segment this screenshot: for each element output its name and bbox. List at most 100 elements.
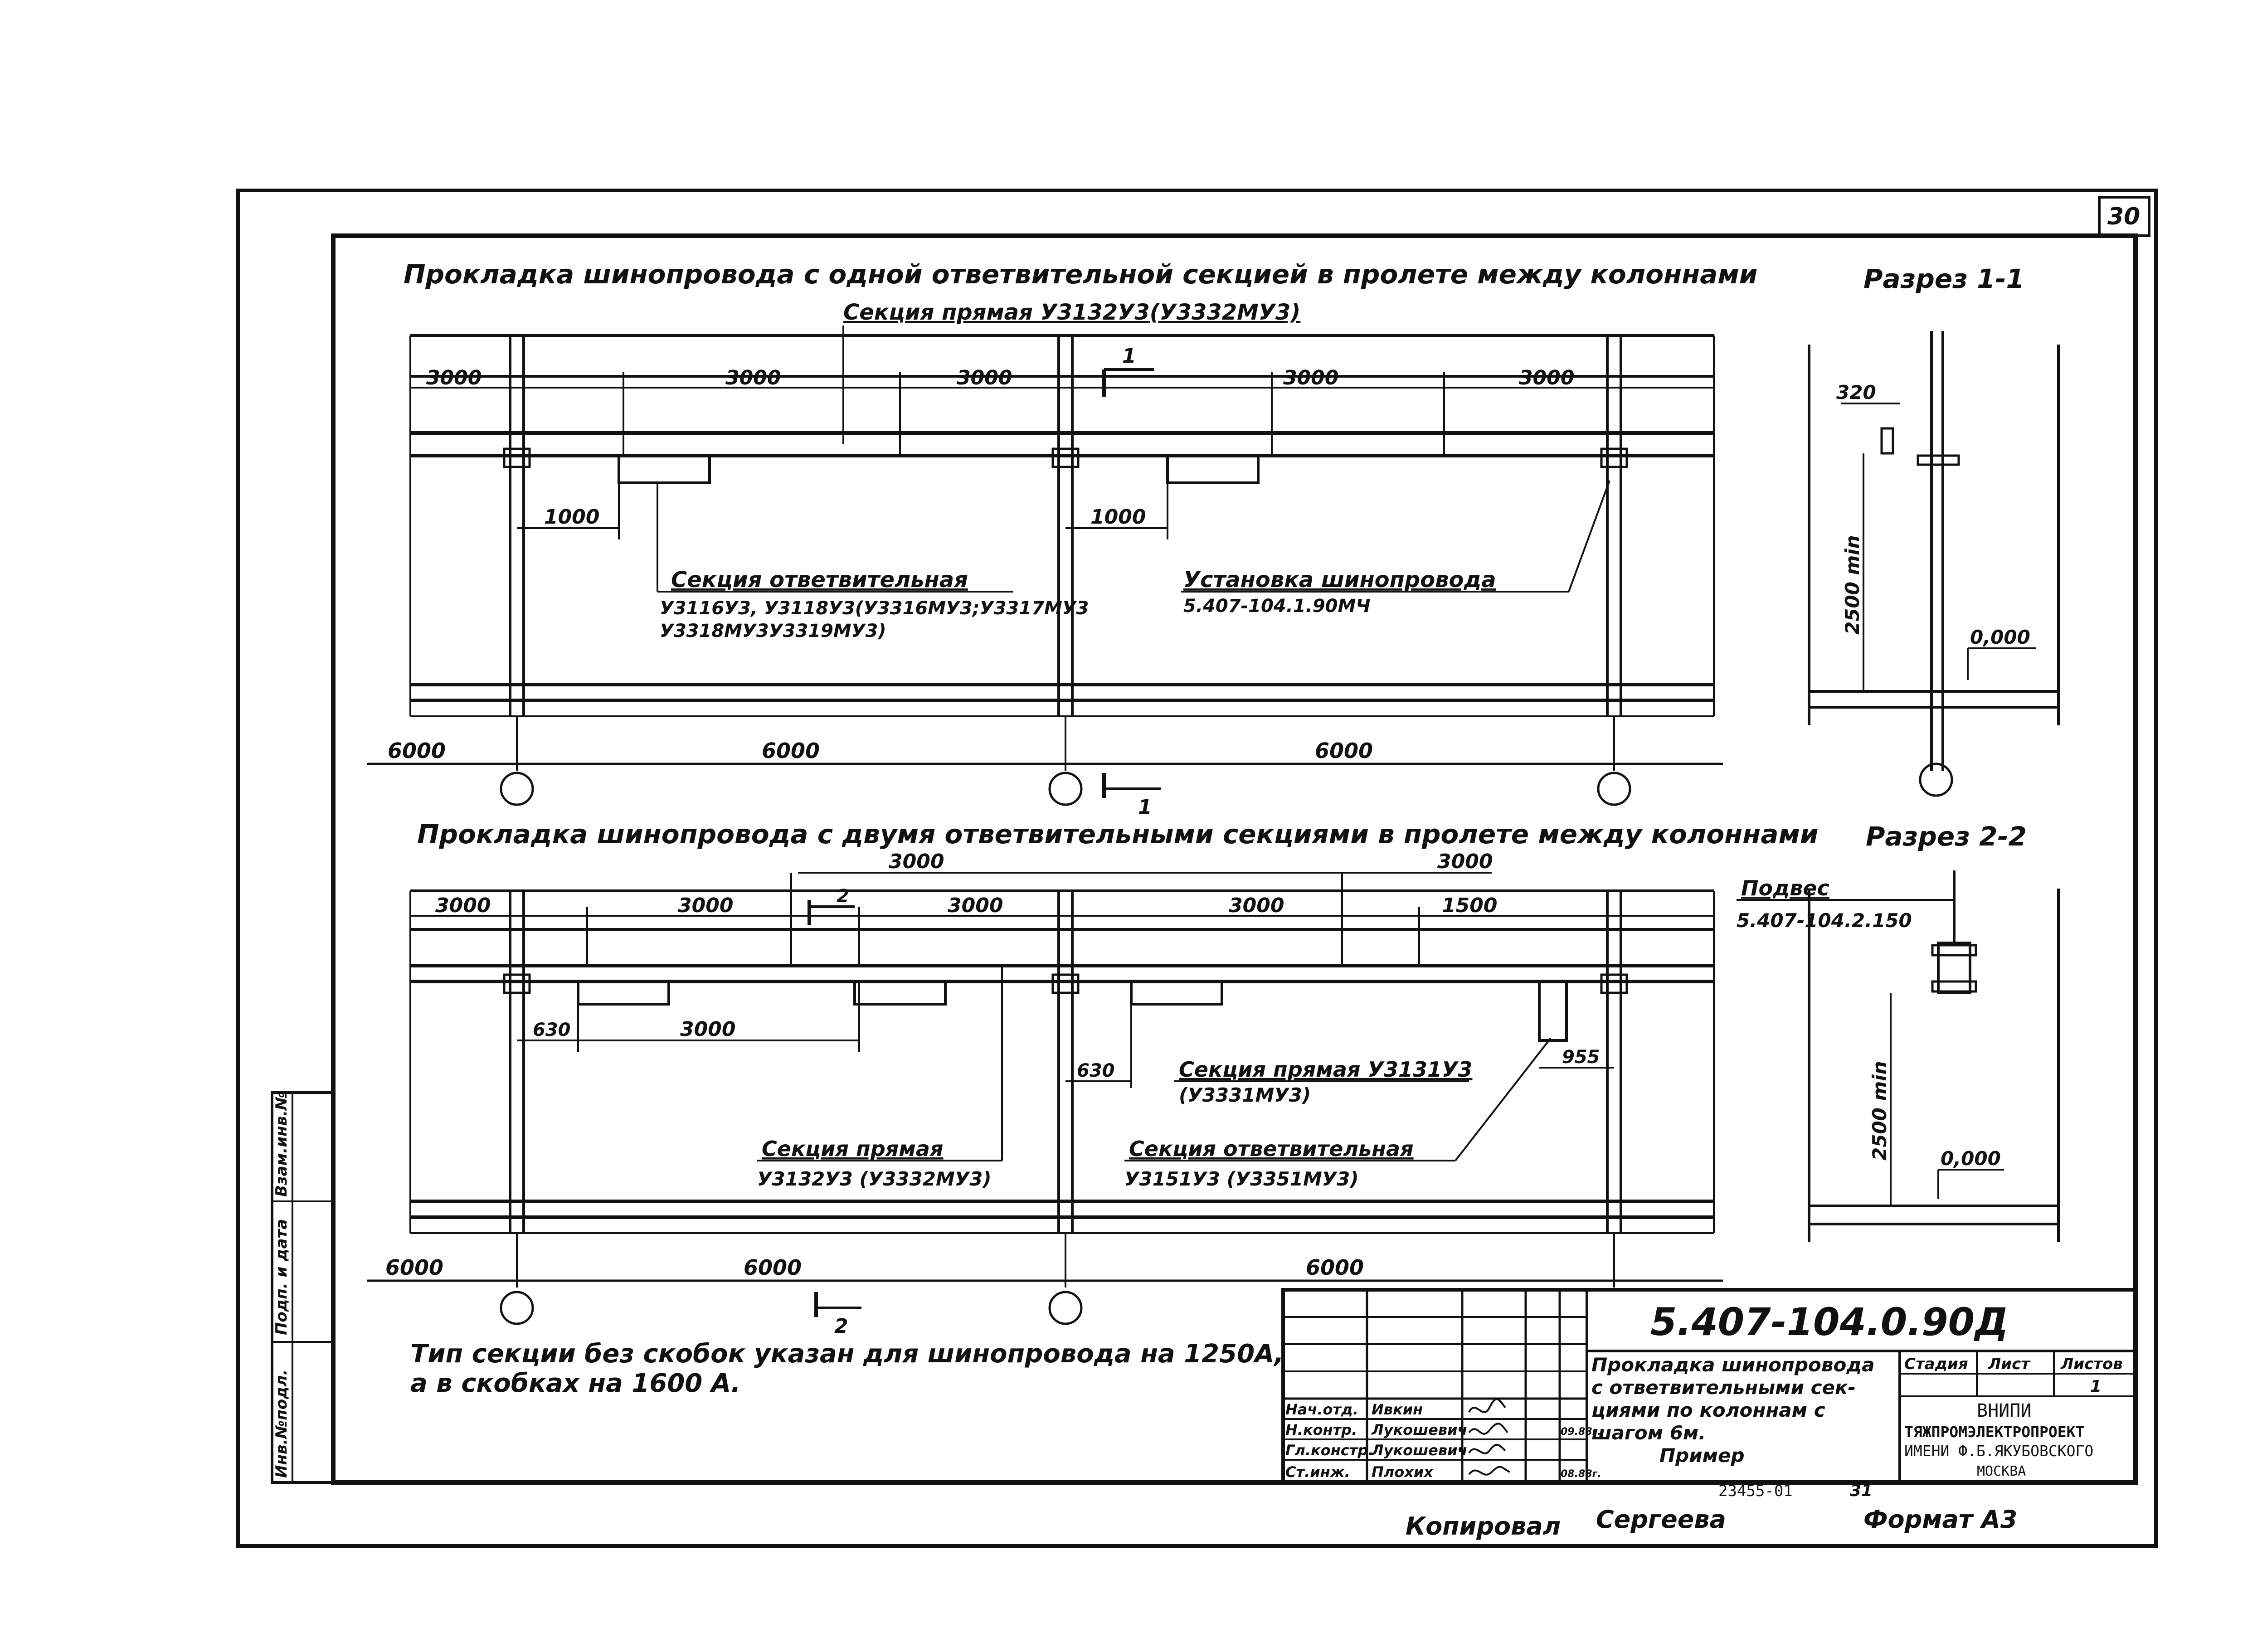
left-strip: Взам.инв.№ Подп. и дата Инв.№подл. <box>271 1091 335 1484</box>
title-code: 5.407-104.0.90Д <box>1650 1300 2009 1344</box>
title-desc-4: шагом 6м. <box>1591 1422 1706 1444</box>
archive-number: 23455-01 <box>1718 1482 1793 1500</box>
section2-title: Разрез 2-2 <box>1866 821 2027 852</box>
title-org-1: ВНИПИ <box>1977 1400 2031 1421</box>
sheet-number-box <box>2098 196 2150 237</box>
plan1-column-1 <box>503 335 531 716</box>
inner-frame <box>331 233 2138 1485</box>
role-2-name: Лукошевич <box>1371 1442 1467 1459</box>
section-2-2: Разрез 2-2 Подвес 5.407-104.2.150 2500 m… <box>1737 821 2060 1242</box>
plan1-dim-top-5: 3000 <box>1519 366 1574 389</box>
role-1-date: 09.88г. <box>1561 1426 1601 1438</box>
plan1-branch-label-2: У3116У3, У3118У3(У3316МУ3;У3317МУ3 <box>660 598 1089 619</box>
footer-copier: Сергеева <box>1596 1505 1726 1534</box>
plan2-dim-upper-1: 3000 <box>889 850 944 873</box>
title-header-stage: Стадия <box>1904 1355 1968 1373</box>
section1-title: Разрез 1-1 <box>1863 263 2024 294</box>
plan1-dim-bottom-1: 6000 <box>388 739 446 763</box>
plan2-tapoff-box-1 <box>577 980 670 1006</box>
plan1-tapoff-box-1 <box>618 454 711 484</box>
plan2-title: Прокладка шинопровода с двумя ответвител… <box>417 819 1819 850</box>
role-3-date: 08.88г. <box>1561 1468 1601 1480</box>
title-org-2: ТЯЖПРОМЭЛЕКТРОПРОЕКТ <box>1904 1423 2084 1441</box>
plan1-title: Прокладка шинопровода с одной ответвител… <box>404 259 1757 290</box>
title-org-4: МОСКВА <box>1977 1463 2026 1479</box>
section2-dim-2500: 2500 min <box>1868 1061 1891 1161</box>
plan2-dim-630-b: 630 <box>1077 1060 1115 1081</box>
plan2-straight2-label-2: У3132У3 (У3332МУ3) <box>757 1168 992 1190</box>
plan2-tapoff-box-2 <box>853 980 947 1006</box>
plan2-dim-top-4: 3000 <box>1229 894 1284 917</box>
role-0-name: Ивкин <box>1372 1401 1423 1418</box>
plan2-tapoff-box-4 <box>1538 980 1568 1042</box>
sheet-number: 30 <box>2107 203 2140 230</box>
plan1-section-mark-bottom: 1 <box>1138 796 1152 819</box>
footer-format: Формат А3 <box>1863 1505 2017 1534</box>
plan1-section-mark: 1 <box>1122 345 1136 368</box>
left-strip-sign: Подп. и дата <box>272 1219 291 1335</box>
note-line-2: а в скобках на 1600 А. <box>410 1369 740 1398</box>
note-line-1: Тип секции без скобок указан для шинопро… <box>410 1339 1284 1369</box>
section-1-1: Разрез 1-1 320 2500 min 0,000 <box>1808 263 2060 797</box>
plan2-straight2-label-1: Секция прямая <box>762 1137 943 1161</box>
plan1-axis-marker-2 <box>1048 772 1083 806</box>
plan1-column-3 <box>1600 335 1628 716</box>
plan2-axis-marker-1 <box>500 1291 534 1325</box>
signature-0 <box>1468 1398 1506 1413</box>
plan2-dim-bottom-3: 6000 <box>1306 1255 1364 1280</box>
plan1-dim-top-2: 3000 <box>725 366 781 389</box>
plan2-dim-top-5: 1500 <box>1442 894 1497 917</box>
plan1-branch-label-3: У3318МУ3У3319МУ3) <box>660 621 886 641</box>
title-desc-3: циями по колоннам с <box>1591 1399 1825 1421</box>
plan1-dim-top-3: 3000 <box>957 366 1012 389</box>
plan1-install-label-2: 5.407-104.1.90МЧ <box>1183 596 1371 617</box>
plan1-section-label: Секция прямая У3132У3(У3332МУ3) <box>843 300 1300 325</box>
title-desc-1: Прокладка шинопровода <box>1591 1354 1875 1376</box>
role-3-name: Плохих <box>1372 1463 1434 1481</box>
section1-dim-2500: 2500 min <box>1841 535 1863 635</box>
plan1-axis-marker-1 <box>500 772 534 806</box>
title-header-sheets: Листов <box>2060 1355 2123 1373</box>
plan2-axis-marker-2 <box>1048 1291 1083 1325</box>
signature-3 <box>1468 1466 1510 1476</box>
title-block: 5.407-104.0.90Д Прокладка шинопровода с … <box>1281 1288 2137 1500</box>
section1-axis-marker <box>1919 763 1953 797</box>
section2-hanger <box>1937 942 1971 994</box>
section2-level: 0,000 <box>1941 1147 2001 1170</box>
plan2-dim-630-a: 630 <box>533 1020 571 1040</box>
plan1-dim-1000-a: 1000 <box>544 505 599 529</box>
plan-1: Прокладка шинопровода с одной ответвител… <box>367 259 1757 819</box>
plan2-branch-label-1: Секция ответвительная <box>1129 1137 1414 1161</box>
plan1-axis-marker-3 <box>1597 772 1631 806</box>
plan1-top-dims: 3000 3000 3000 3000 3000 <box>410 366 1714 456</box>
plan2-dim-955: 955 <box>1562 1047 1600 1068</box>
plan1-dim-top-1: 3000 <box>426 366 482 389</box>
plan2-dim-top-1: 3000 <box>435 894 491 917</box>
section2-hanger-label-2: 5.407-104.2.150 <box>1737 909 1912 932</box>
title-header-sheet: Лист <box>1988 1355 2031 1373</box>
signature-1 <box>1468 1423 1508 1435</box>
plan2-dim-3000: 3000 <box>680 1018 735 1041</box>
plan2-section-mark-bottom: 2 <box>834 1315 848 1338</box>
role-1-name: Лукошевич <box>1371 1421 1467 1438</box>
title-desc-5: Пример <box>1659 1444 1745 1467</box>
plan2-dim-top-3: 3000 <box>948 894 1003 917</box>
plan1-dim-bottom-3: 6000 <box>1315 739 1373 763</box>
plan2-tapoff-box-3 <box>1130 980 1223 1006</box>
section1-dim-320: 320 <box>1836 381 1876 403</box>
plan2-straight-label-1: Секция прямая У3131У3 <box>1179 1057 1472 1082</box>
plan2-dim-bottom-1: 6000 <box>385 1255 443 1280</box>
plan1-column-2 <box>1051 335 1080 716</box>
plan2-column-3 <box>1600 891 1628 1233</box>
title-value-sheets: 1 <box>2090 1377 2102 1396</box>
plan2-top-dims: 3000 3000 3000 3000 1500 <box>410 873 1714 966</box>
plan2-section-mark: 2 <box>837 886 849 907</box>
plan2-branch-label-2: У3151У3 (У3351МУ3) <box>1124 1168 1359 1190</box>
plan2-dim-top-2: 3000 <box>678 894 733 917</box>
left-strip-replace: Взам.инв.№ <box>272 1092 291 1197</box>
plan-2: Прокладка шинопровода с двумя ответвител… <box>367 819 1819 1338</box>
plan2-straight-label-2: (У3331МУ3) <box>1179 1084 1311 1106</box>
outer-frame <box>236 189 2158 1548</box>
plan1-branch-label-1: Секция ответвительная <box>671 567 968 593</box>
section1-level: 0,000 <box>1970 626 2030 648</box>
